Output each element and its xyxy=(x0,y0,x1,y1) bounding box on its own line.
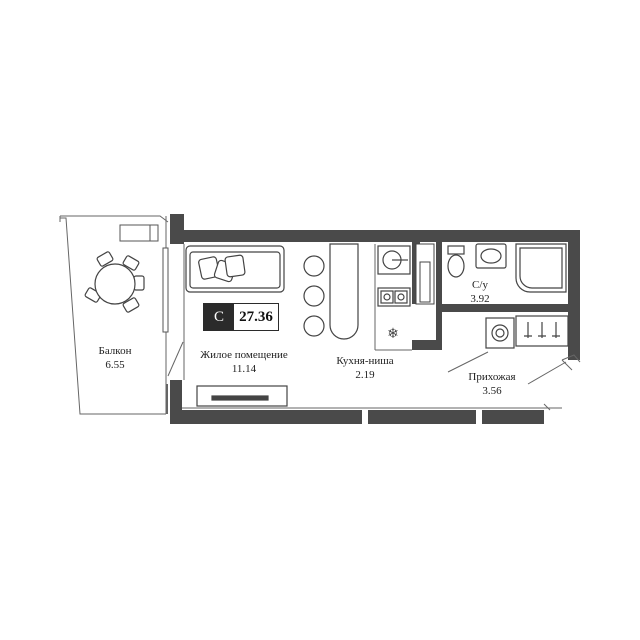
room-label-kitchen: Кухня-ниша 2.19 xyxy=(328,354,402,382)
balcony-door xyxy=(162,247,169,333)
wardrobe-icon xyxy=(515,315,569,347)
svg-text:❄: ❄ xyxy=(387,327,399,342)
room-label-bathroom: С/у 3.92 xyxy=(460,278,500,306)
ac-unit-icon xyxy=(119,224,159,242)
room-label-balcony: Балкон 6.55 xyxy=(88,344,142,372)
chair-icon xyxy=(122,255,140,271)
room-name: Прихожая xyxy=(468,371,516,383)
chair-icon xyxy=(122,297,140,313)
room-label-hallway: Прихожая 3.56 xyxy=(462,370,522,398)
toilet-icon xyxy=(447,245,465,278)
bar-counter xyxy=(329,243,359,340)
bar-stool-icon xyxy=(303,255,325,337)
chair-icon xyxy=(84,287,102,303)
leader-lines xyxy=(167,341,567,385)
fridge-icon: ❄ xyxy=(387,327,399,342)
room-name: Балкон xyxy=(98,345,132,357)
apartment-type: С xyxy=(204,304,234,330)
room-name: Кухня-ниша xyxy=(336,355,394,367)
sink-icon xyxy=(377,245,411,275)
stove-icon xyxy=(377,287,411,307)
room-name: С/у xyxy=(472,279,488,291)
room-area: 11.14 xyxy=(231,363,257,375)
room-area: 3.92 xyxy=(470,293,490,305)
room-label-living: Жилое помещение 11.14 xyxy=(192,348,296,376)
inner-lines xyxy=(182,244,581,411)
room-area: 2.19 xyxy=(355,369,375,381)
room-area: 6.55 xyxy=(105,359,125,371)
washbasin-icon xyxy=(475,243,507,269)
tv-stand-icon xyxy=(196,385,288,407)
total-area: 27.36 xyxy=(234,304,278,330)
area-badge: С 27.36 xyxy=(203,303,279,331)
room-name: Жилое помещение xyxy=(200,349,288,361)
chair-icon xyxy=(96,251,114,267)
balcony-outline xyxy=(59,215,169,415)
washing-machine-icon xyxy=(485,317,515,349)
dining-table-icon xyxy=(84,251,145,313)
kitchen-column xyxy=(415,243,435,305)
walls xyxy=(170,214,580,424)
shower-icon xyxy=(515,243,567,293)
sofa-icon xyxy=(185,245,285,293)
room-area: 3.56 xyxy=(482,385,502,397)
